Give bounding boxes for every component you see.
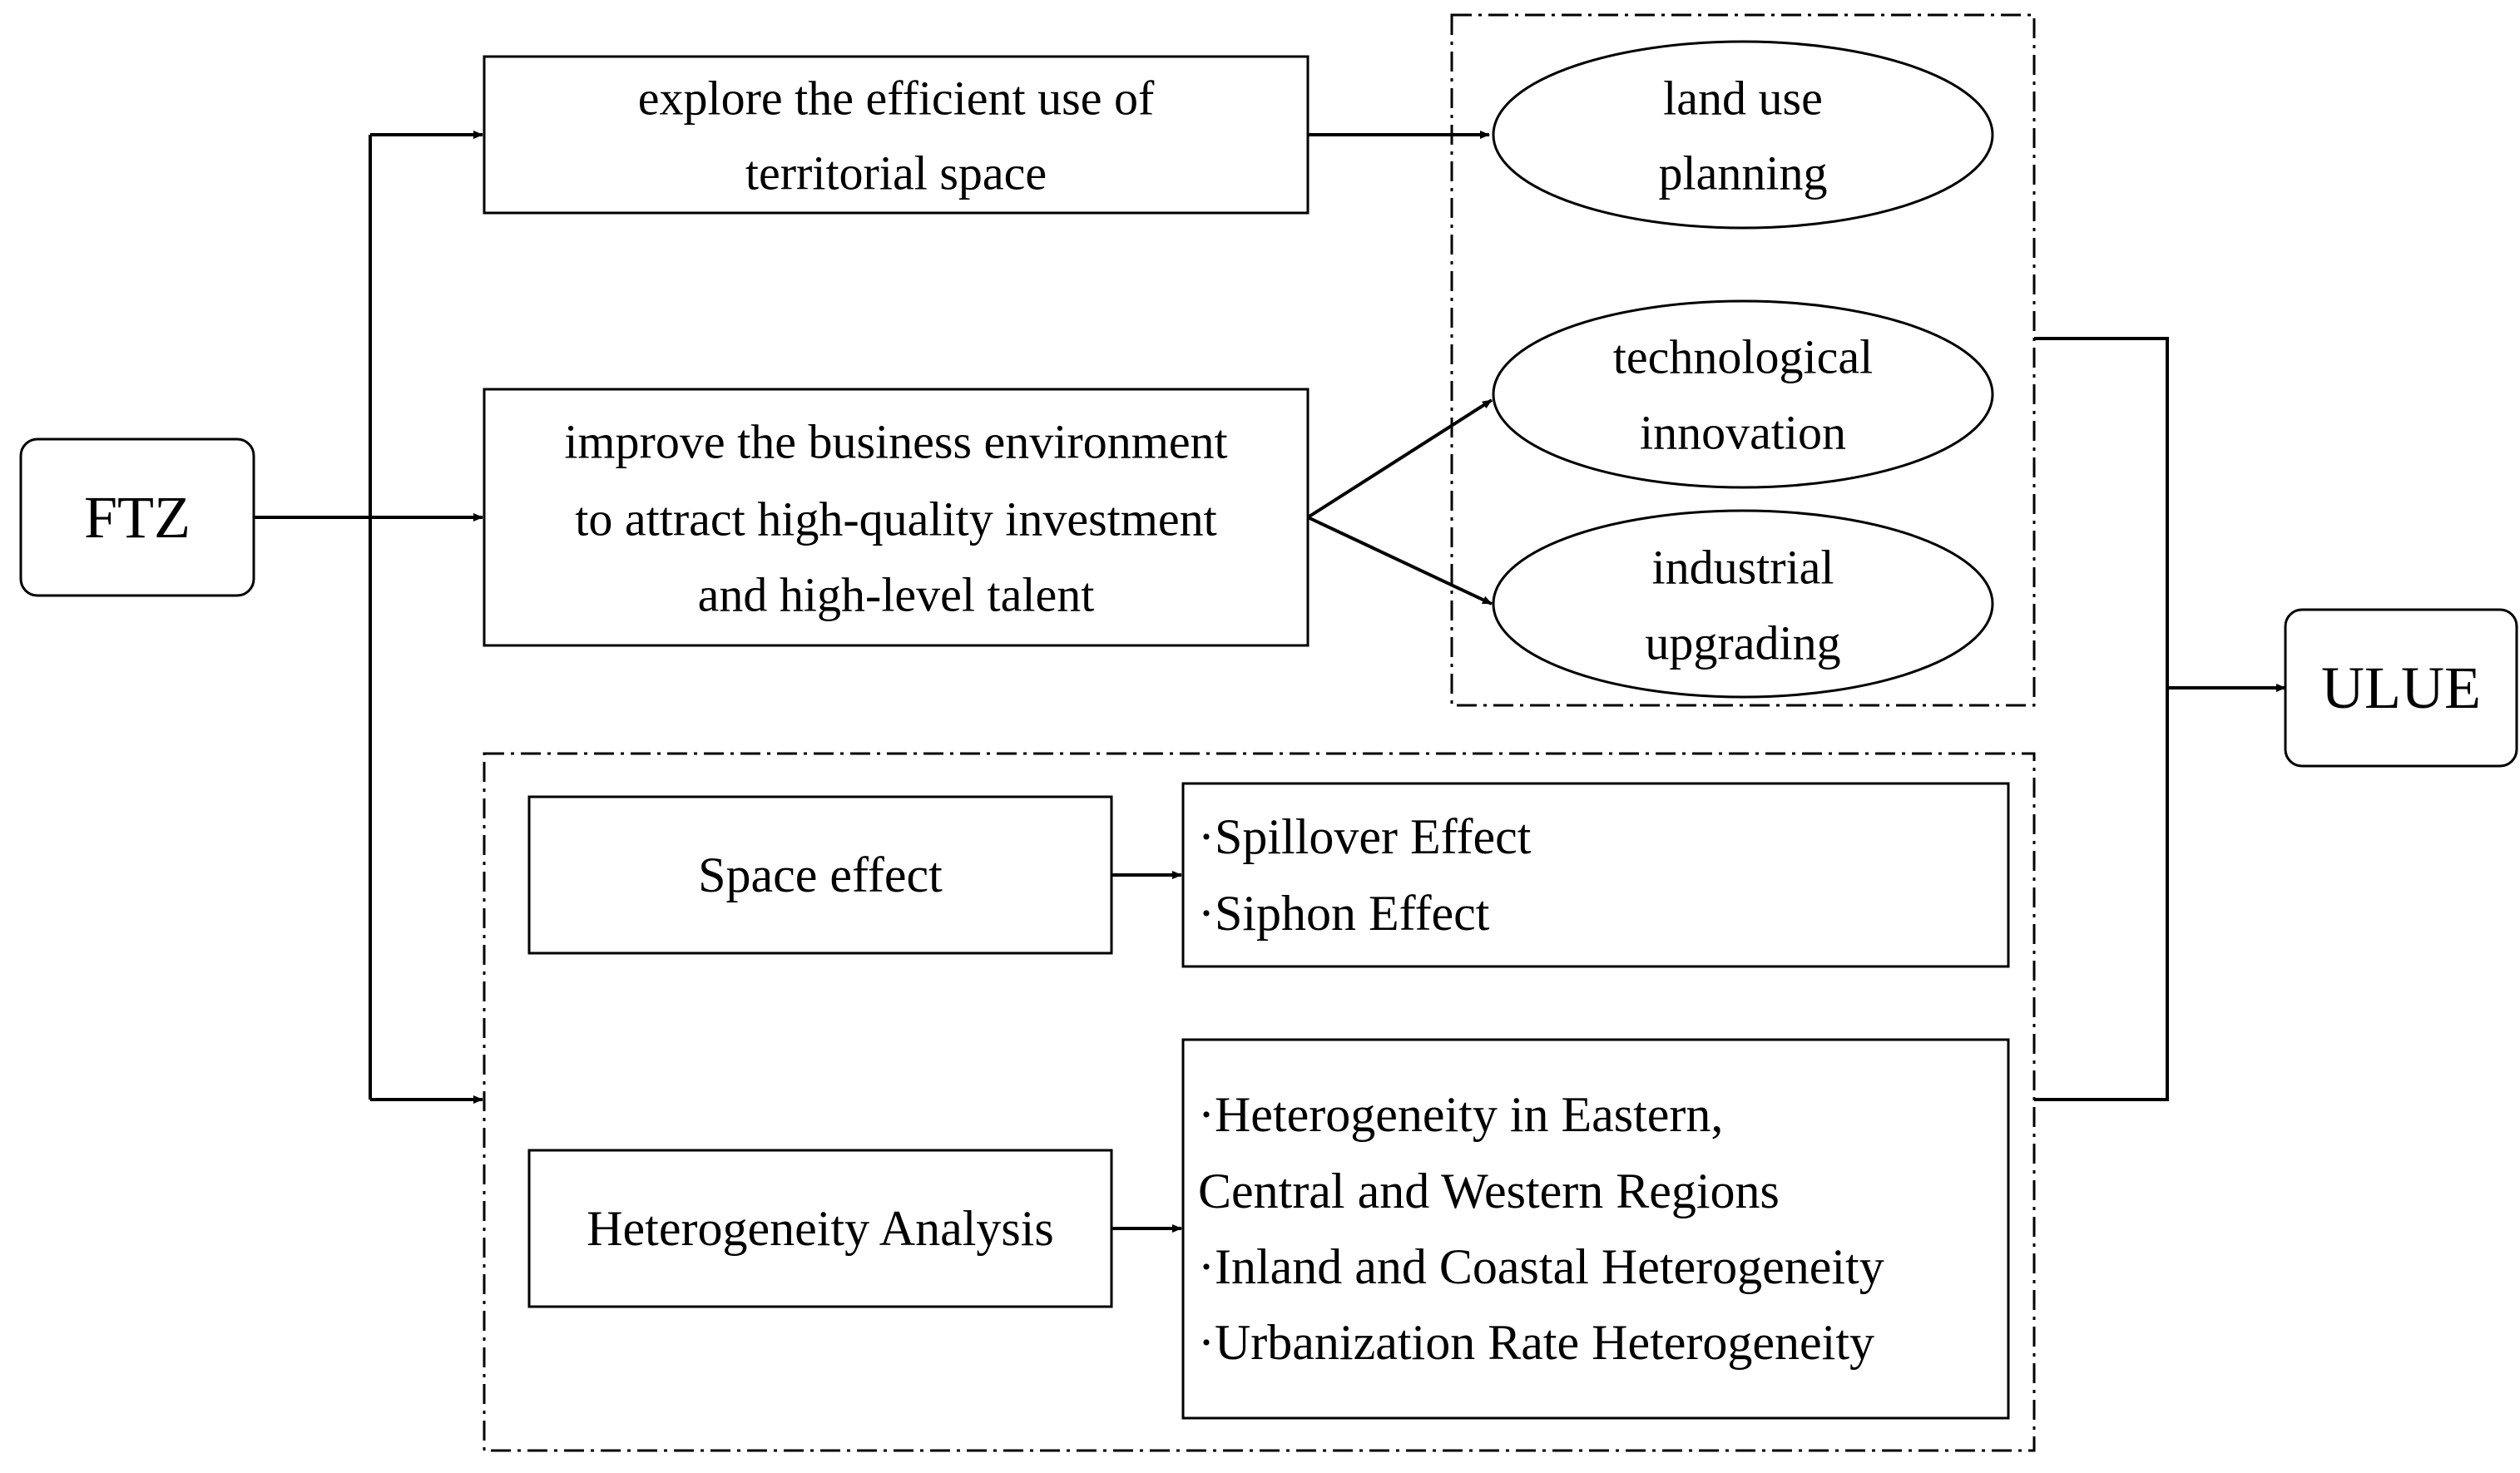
spillover-effect-item: ·Spillover Effect: [1198, 809, 1532, 864]
space-effect-results-box: ·Spillover Effect ·Siphon Effect: [1181, 782, 2010, 968]
siphon-effect-item: ·Siphon Effect: [1198, 886, 1490, 941]
heterogeneity-results-box: ·Heterogeneity in Eastern, Central and W…: [1181, 1038, 2010, 1420]
industry-line-2: upgrading: [1645, 616, 1840, 670]
technology-line-2: innovation: [1640, 406, 1846, 460]
explore-line-2: territorial space: [745, 146, 1047, 200]
technology-line-1: technological: [1613, 330, 1873, 384]
improve-line-1: improve the business environment: [564, 415, 1227, 469]
mechanism-group-frame: [1450, 13, 2036, 707]
ulue-node: ULUE: [2284, 608, 2518, 768]
urbanization-rate-heterogeneity-item: ·Urbanization Rate Heterogeneity: [1198, 1315, 1874, 1370]
space-effect-box: Space effect: [527, 795, 1113, 955]
extension-analysis-group-frame: [483, 752, 2036, 1452]
heterogeneity-analysis-box: Heterogeneity Analysis: [527, 1149, 1113, 1308]
land-use-planning-node: land use planning: [1492, 40, 1994, 230]
space-effect-label: Space effect: [698, 848, 943, 902]
regional-heterogeneity-item-line-2: Central and Western Regions: [1198, 1164, 1780, 1218]
arrow-improve-to-industry: [1307, 516, 1493, 606]
heterogeneity-analysis-label: Heterogeneity Analysis: [587, 1201, 1054, 1256]
explore-line-1: explore the efficient use of: [638, 72, 1155, 126]
explore-territorial-space-box: explore the efficient use of territorial…: [483, 55, 1310, 215]
inland-coastal-heterogeneity-item: ·Inland and Coastal Heterogeneity: [1198, 1239, 1884, 1294]
connectors: [254, 131, 2286, 1233]
technological-innovation-node: technological innovation: [1492, 299, 1994, 489]
industry-line-1: industrial: [1651, 541, 1834, 595]
industrial-upgrading-node: industrial upgrading: [1492, 509, 1994, 699]
regional-heterogeneity-item-line-1: ·Heterogeneity in Eastern,: [1198, 1087, 1723, 1142]
merge-to-ulue-bracket: [2034, 337, 2169, 1101]
land-use-line-2: planning: [1659, 146, 1828, 200]
arrow-improve-to-technology: [1306, 398, 1493, 519]
ulue-label: ULUE: [2321, 655, 2481, 721]
improve-line-2: to attract high-quality investment: [575, 492, 1217, 546]
ftz-node: FTZ: [19, 437, 255, 597]
land-use-line-1: land use: [1663, 72, 1823, 126]
improve-line-3: and high-level talent: [698, 568, 1095, 622]
ftz-label: FTZ: [84, 484, 191, 551]
improve-business-environment-box: improve the business environment to attr…: [483, 388, 1310, 647]
